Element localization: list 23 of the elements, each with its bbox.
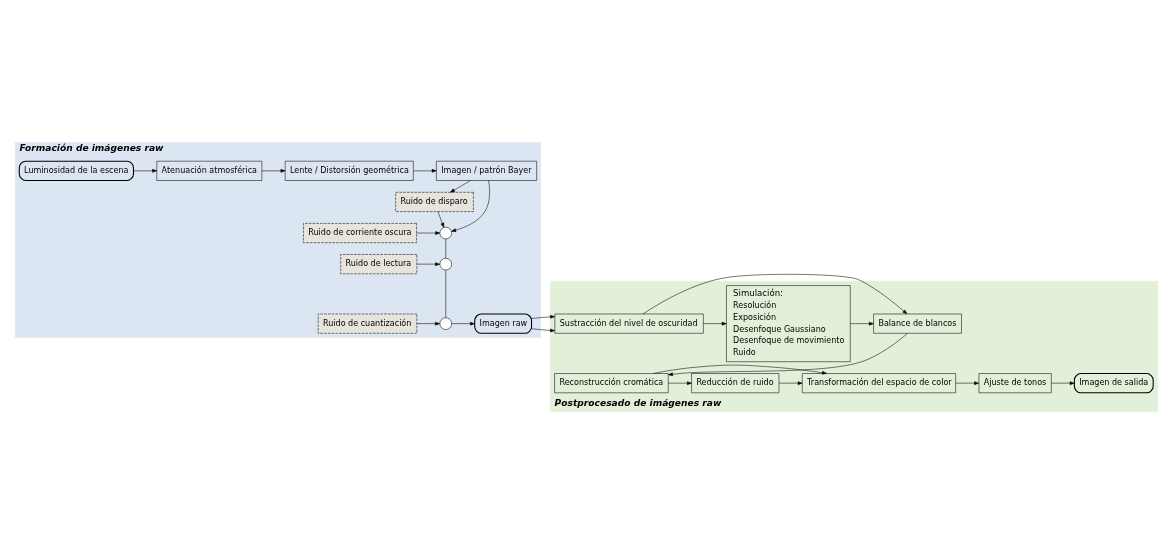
arrow bbox=[416, 321, 440, 326]
arrow bbox=[1051, 381, 1075, 385]
node-circle bbox=[439, 226, 452, 240]
arrow bbox=[778, 381, 803, 385]
arrow bbox=[652, 364, 827, 375]
arrow bbox=[955, 381, 979, 385]
arrow bbox=[703, 321, 727, 326]
arrow bbox=[850, 321, 874, 326]
node-circle bbox=[439, 317, 452, 330]
arrow bbox=[642, 274, 908, 315]
arrow bbox=[416, 262, 440, 266]
arrow bbox=[133, 169, 158, 173]
arrow bbox=[413, 169, 437, 173]
arrow bbox=[531, 315, 555, 333]
node-circle bbox=[439, 257, 452, 271]
arrow bbox=[450, 180, 471, 193]
arrow bbox=[416, 231, 441, 235]
arrow bbox=[451, 180, 490, 232]
arrow bbox=[261, 169, 286, 173]
arrow bbox=[437, 211, 445, 228]
arrow bbox=[451, 321, 475, 326]
arrow bbox=[668, 381, 692, 385]
arrow bbox=[668, 333, 908, 377]
